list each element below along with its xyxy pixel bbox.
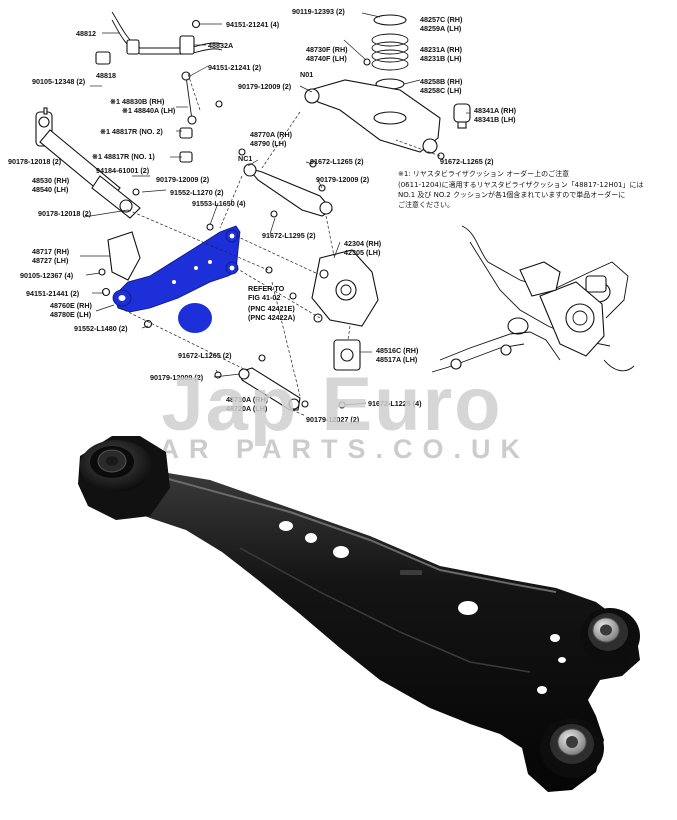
stabilizer-bar xyxy=(111,11,223,49)
part-label: 91552-L1270 (2) xyxy=(170,188,224,197)
part-label: 90179-12027 (2) xyxy=(306,415,360,424)
highlight-blob xyxy=(178,303,212,333)
part-label: 91672-L1225 (4) xyxy=(368,399,422,408)
rear-lower-bushing xyxy=(540,718,604,778)
trailing-arm-photo xyxy=(78,436,640,792)
part-labels: 94151-21241 (4) 48812 48832A 90105-12348… xyxy=(8,7,517,424)
part-label: 90178-12018 (2) xyxy=(8,157,62,166)
rear-upper-bushing xyxy=(580,608,640,664)
part-label: 90178-12018 (2) xyxy=(38,209,92,218)
part-label: 48720A (LH) xyxy=(226,404,268,413)
part-label: 90179-12009 (2) xyxy=(238,82,292,91)
part-label: 48259A (LH) xyxy=(420,24,462,33)
part-label: 48717 (RH) xyxy=(32,247,70,256)
arm-hole xyxy=(537,686,547,694)
part-label: 48770A (RH) xyxy=(250,130,293,139)
knuckle xyxy=(311,249,379,327)
part-label: 90105-12348 (2) xyxy=(32,77,86,86)
part-label: 48530 (RH) xyxy=(32,176,70,185)
part-label: 48818 xyxy=(96,71,116,80)
part-label: 48740F (LH) xyxy=(306,54,347,63)
part-label: (PNC 42421E) xyxy=(248,304,295,313)
stabilizer-bracket xyxy=(179,35,195,55)
part-label: 42305 (LH) xyxy=(344,248,381,257)
trailing-arm-highlight xyxy=(113,225,241,313)
front-bushing xyxy=(78,436,170,520)
part-label: 90179-12009 (2) xyxy=(316,175,370,184)
watermark-brand: Jap Euro xyxy=(161,362,502,447)
stabilizer-link xyxy=(185,75,193,121)
part-label: 48341A (RH) xyxy=(474,106,517,115)
part-label: 94184-61001 (2) xyxy=(96,166,150,175)
arm-hole xyxy=(558,657,566,663)
part-label: 48341B (LH) xyxy=(474,115,516,124)
watermark: Jap Euro CAR PARTS.CO.UK xyxy=(130,362,530,464)
lower-link xyxy=(239,367,301,411)
part-label: REFER TO xyxy=(248,284,285,293)
note-line: NO.1 及び NO.2 クッションが各1個含まれていますので単品オーダーに xyxy=(398,190,625,199)
part-label: 48730F (RH) xyxy=(306,45,348,54)
part-label: 48832A xyxy=(208,41,233,50)
part-label: 90105-12367 (4) xyxy=(20,271,74,280)
note-line: ご注意ください。 xyxy=(398,200,454,209)
part-label: 48760E (RH) xyxy=(50,301,93,310)
arm-body xyxy=(120,470,640,792)
part-label: 90179-12009 (2) xyxy=(156,175,210,184)
part-label: 91672-L1265 (2) xyxy=(440,157,494,166)
arm-hole xyxy=(550,634,560,642)
watermark-tagline: CAR PARTS.CO.UK xyxy=(130,434,530,464)
part-label: 94151-21241 (2) xyxy=(208,63,262,72)
shock-absorber xyxy=(35,107,141,219)
arm-hole xyxy=(458,601,478,615)
part-label: 48258B (RH) xyxy=(420,77,463,86)
part-label: 91672-L1265 (2) xyxy=(310,157,364,166)
part-label: 48790 (LH) xyxy=(250,139,287,148)
part-label: 94151-21241 (4) xyxy=(226,20,280,29)
part-label: ※1 48830B (RH) xyxy=(110,97,165,106)
arm-hole xyxy=(279,521,293,531)
part-label: 48780E (LH) xyxy=(50,310,92,319)
part-label: 91553-L1650 (4) xyxy=(192,199,246,208)
part-label: 48727 (LH) xyxy=(32,256,69,265)
part-label: 90179-12009 (2) xyxy=(150,373,204,382)
part-label: 91672-L1295 (2) xyxy=(262,231,316,240)
part-label: 48812 xyxy=(76,29,96,38)
part-label: ※1 48840A (LH) xyxy=(122,106,176,115)
part-label: 48257C (RH) xyxy=(420,15,463,24)
part-label: ※1 48817R (NO. 1) xyxy=(92,152,155,161)
part-label: 48258C (LH) xyxy=(420,86,462,95)
part-label: FIG 41-02 xyxy=(248,293,280,302)
leader-lines xyxy=(80,12,470,417)
note-line: (0611-1204)に適用するリヤスタビライザクッション「48817-12H0… xyxy=(398,180,644,189)
exploded-diagram: 94151-21241 (4) 48812 48832A 90105-12348… xyxy=(8,7,644,424)
part-label: 91672-L1265 (2) xyxy=(178,351,232,360)
part-label: 48517A (LH) xyxy=(376,355,418,364)
arm-hole xyxy=(480,565,496,575)
part-label: N01 xyxy=(300,70,313,79)
part-label: 48231A (RH) xyxy=(420,45,463,54)
part-label: (PNC 42422A) xyxy=(248,313,296,322)
note-line: ※1: リヤスタビライザクッション オーダー上のご注意 xyxy=(398,169,569,178)
part-label: 90119-12393 (2) xyxy=(292,7,345,16)
part-label: 48710A (RH) xyxy=(226,395,269,404)
arm-hole xyxy=(305,533,317,543)
part-label: 42304 (RH) xyxy=(344,239,382,248)
part-label: 94151-21441 (2) xyxy=(26,289,80,298)
part-label: 48516C (RH) xyxy=(376,346,419,355)
assembled-suspension-sketch xyxy=(431,225,635,373)
part-label: ※1 48817R (NO. 2) xyxy=(100,127,163,136)
order-note: ※1: リヤスタビライザクッション オーダー上のご注意 (0611-1204)に… xyxy=(398,169,644,209)
part-label: NC1 xyxy=(238,154,252,163)
arm-hole xyxy=(333,546,349,558)
part-label: 48231B (LH) xyxy=(420,54,462,63)
coil-spring xyxy=(363,14,409,90)
part-label: 91552-L1480 (2) xyxy=(74,324,128,333)
arm-bracket xyxy=(107,231,141,281)
part-label: 48540 (LH) xyxy=(32,185,69,194)
highlighted-trailing-arm xyxy=(112,225,241,333)
